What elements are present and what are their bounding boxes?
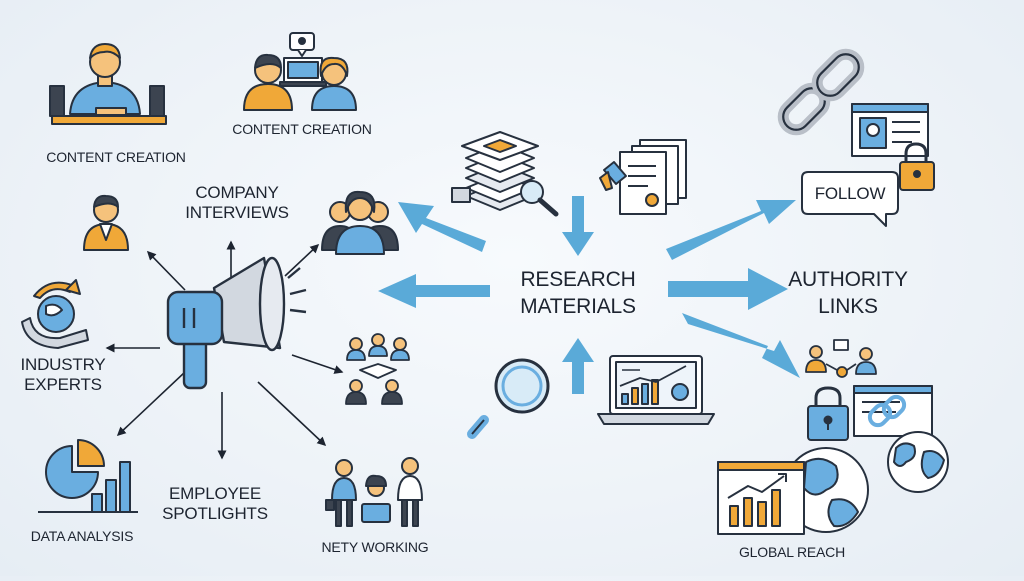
blue-arrow-up-left xyxy=(398,202,486,252)
arrow-to-company-team xyxy=(284,243,320,277)
blue-arrow-left xyxy=(378,274,490,308)
magnifier-icon xyxy=(467,358,550,439)
label-research-materials-line2: MATERIALS xyxy=(520,295,636,318)
label-authority-links-line2: LINKS xyxy=(818,295,878,318)
label-authority-links-line1: AUTHORITY xyxy=(788,268,908,291)
blue-arrow-down xyxy=(562,196,594,256)
businessman-icon xyxy=(83,194,129,251)
arrow-to-networking xyxy=(257,381,327,447)
blue-arrow-right xyxy=(668,268,788,310)
label-research-materials-line1: RESEARCH xyxy=(520,268,636,291)
arrow-to-data-analysis xyxy=(116,371,186,437)
label-content-creation-left: CONTENT CREATION xyxy=(46,149,186,165)
label-employee-spotlights: EMPLOYEE SPOTLIGHTS xyxy=(150,484,280,524)
globe-icon xyxy=(887,431,949,493)
company-team-icon xyxy=(321,190,399,255)
chain-link-icon xyxy=(777,48,865,136)
secure-link-icon xyxy=(807,385,933,441)
web-profile-icon xyxy=(851,103,929,157)
megaphone-icon xyxy=(166,256,307,390)
desk-worker-icon xyxy=(49,43,167,125)
label-research-materials: RESEARCH MATERIALS xyxy=(500,266,656,320)
laptop-analytics-icon xyxy=(597,355,715,425)
team-meeting-icon xyxy=(243,32,357,111)
blue-arrow-right-down xyxy=(682,313,800,378)
label-global-reach: GLOBAL REACH xyxy=(738,544,845,560)
label-industry-experts-line1: INDUSTRY xyxy=(20,355,106,374)
blue-arrow-right-up xyxy=(666,200,796,260)
label-industry-experts-line2: EXPERTS xyxy=(24,375,102,394)
label-company-interviews-line1: COMPANY xyxy=(195,183,279,202)
growth-chart-icon xyxy=(717,447,869,535)
label-company-interviews-line2: INTERVIEWS xyxy=(185,203,289,222)
label-employee-spotlights-line2: SPOTLIGHTS xyxy=(162,504,268,523)
label-content-creation-top: CONTENT CREATION xyxy=(232,121,372,137)
label-company-interviews: COMPANY INTERVIEWS xyxy=(172,183,302,223)
hand-globe-icon xyxy=(21,279,89,349)
padlock-icon xyxy=(899,142,935,191)
follow-bubble-icon xyxy=(801,171,899,227)
pie-bar-chart-icon xyxy=(38,439,138,513)
megaphone-arrows xyxy=(105,240,344,460)
label-data-analysis: DATA ANALYSIS xyxy=(30,528,134,544)
networking-people-icon xyxy=(325,457,423,527)
blue-arrow-up xyxy=(562,338,594,394)
document-stack-icon xyxy=(451,131,559,217)
arrow-to-businessman xyxy=(146,250,186,291)
people-network-icon xyxy=(805,339,877,378)
label-follow: FOLLOW xyxy=(814,184,886,203)
blue-arrows xyxy=(378,196,800,394)
arrow-to-group xyxy=(291,354,344,374)
group-handshake-icon xyxy=(345,333,410,405)
label-authority-links: AUTHORITY LINKS xyxy=(784,266,912,320)
label-employee-spotlights-line1: EMPLOYEE xyxy=(169,484,261,503)
certificate-icon xyxy=(599,139,687,215)
label-industry-experts: INDUSTRY EXPERTS xyxy=(10,355,116,395)
label-networking: NETY WORKING xyxy=(321,539,429,555)
